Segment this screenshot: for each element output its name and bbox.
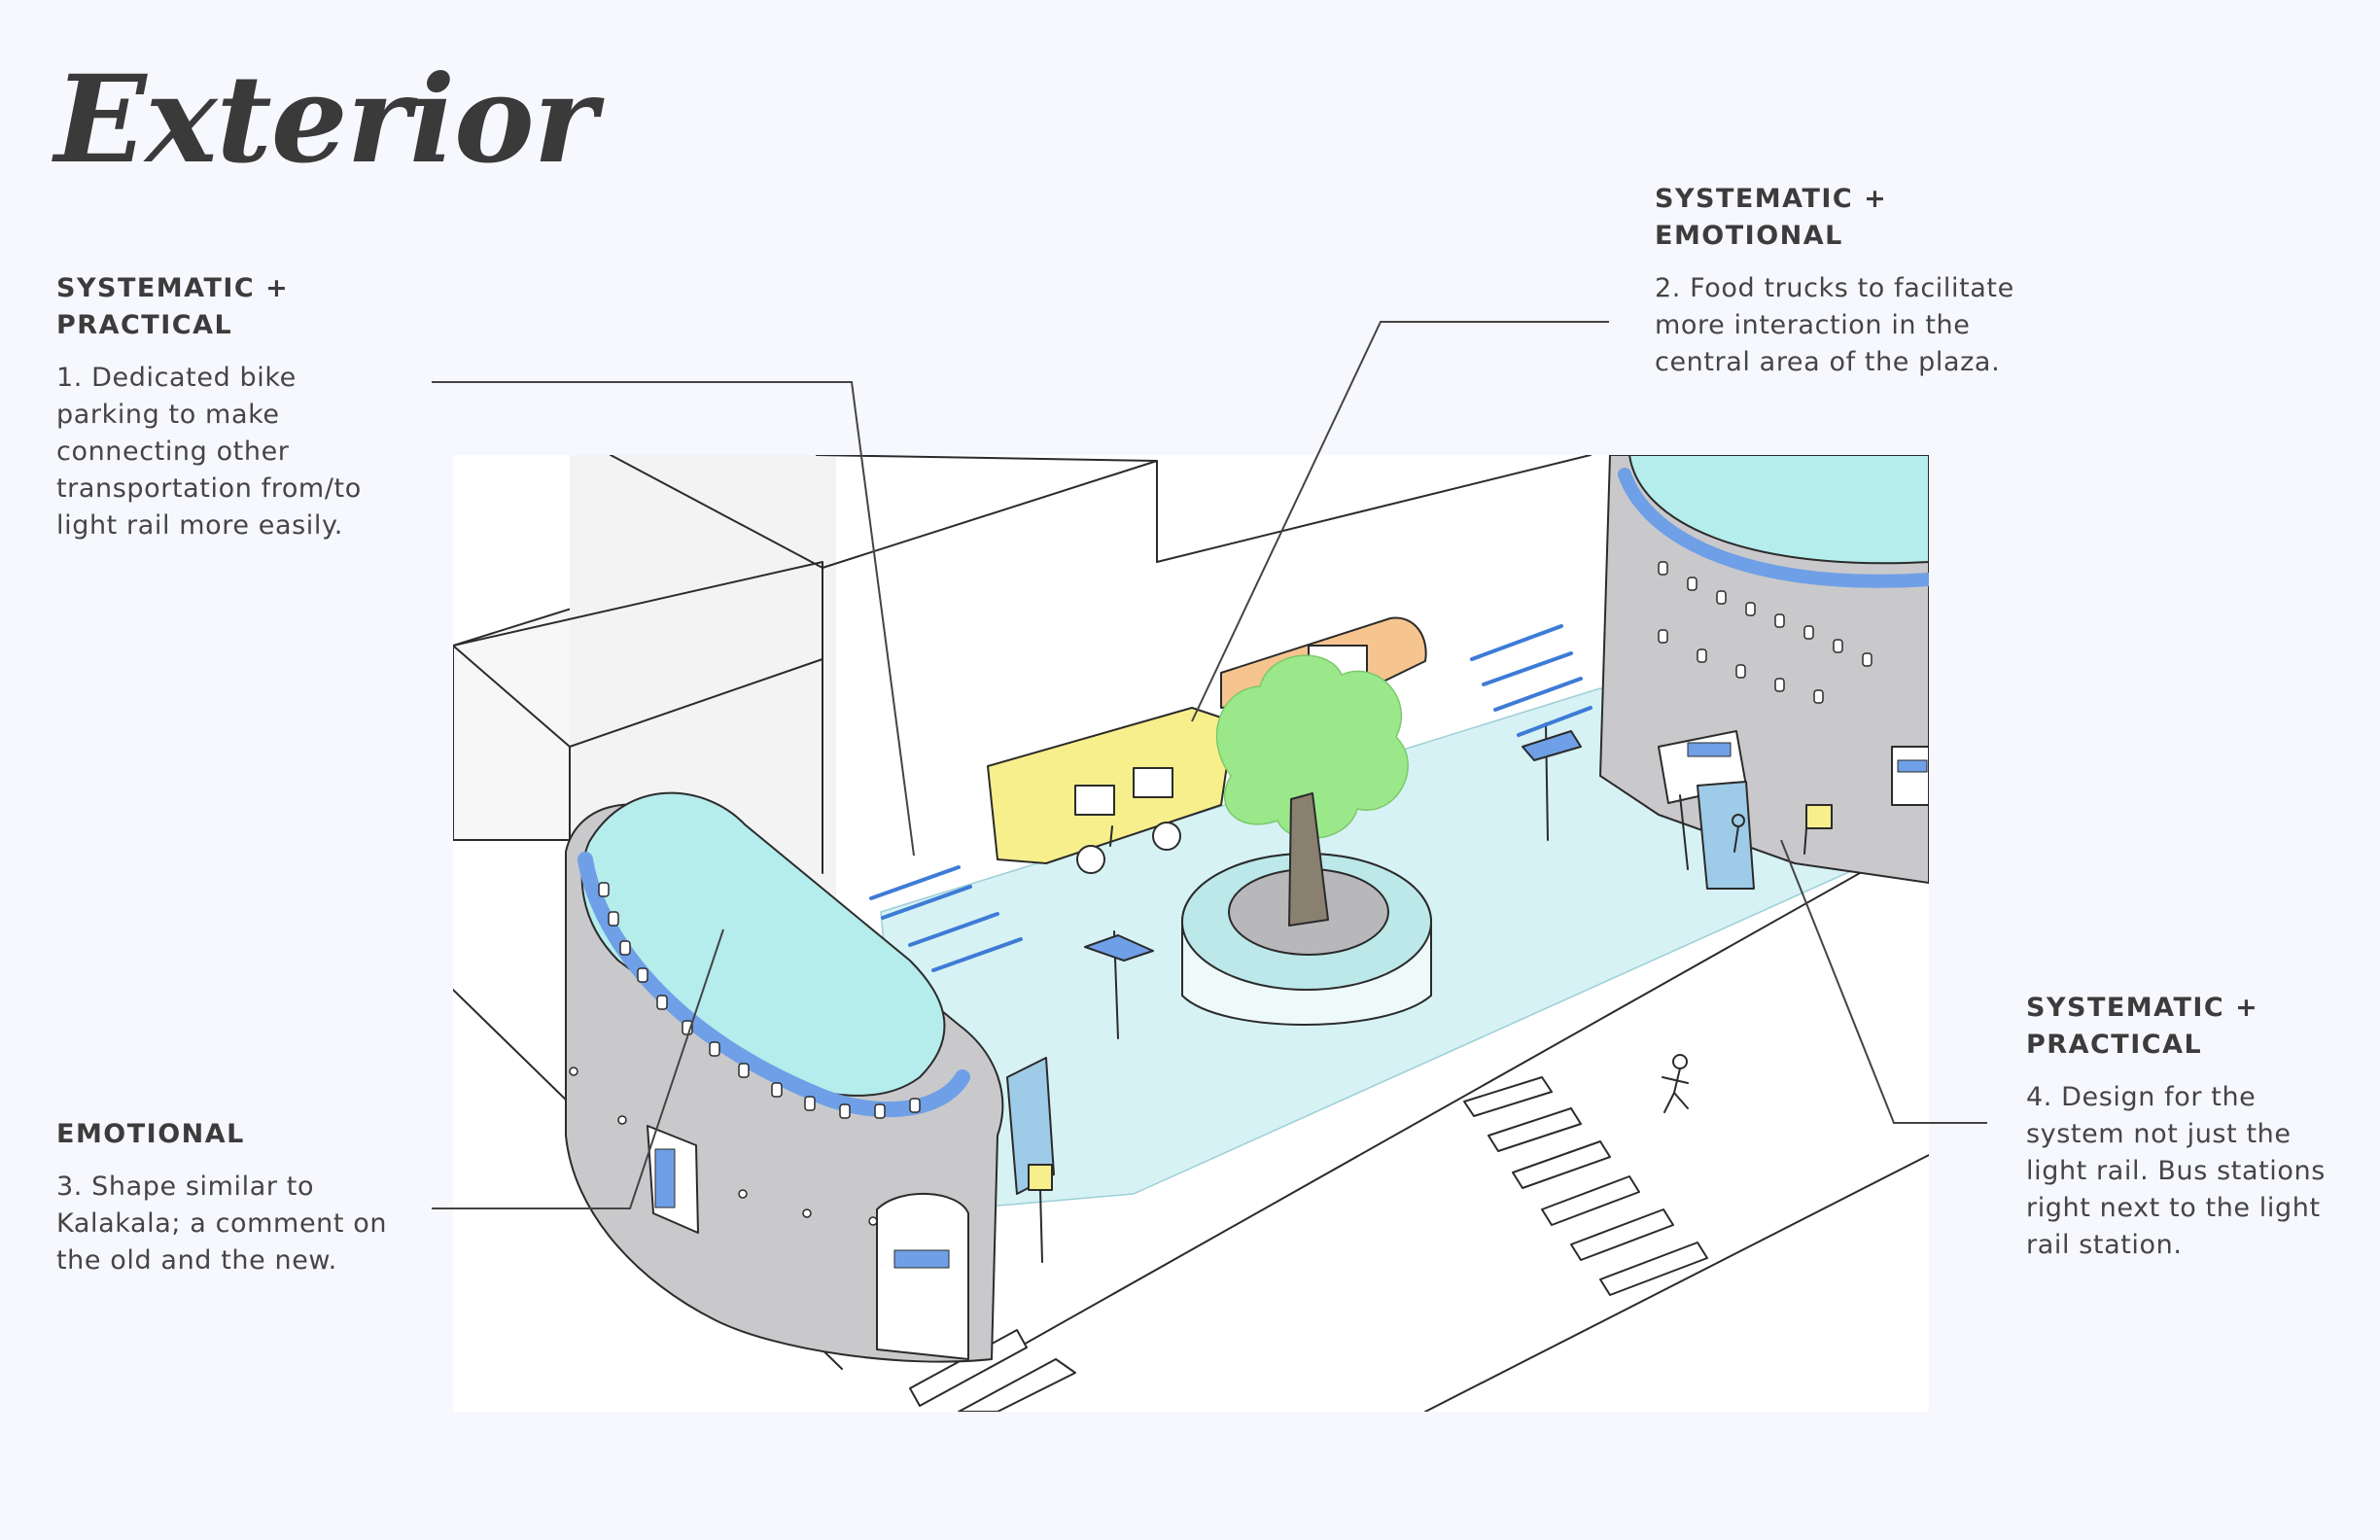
annotation-text: 1. Dedicated bike parking to make connec… bbox=[56, 363, 362, 541]
annotation-heading: SYSTEMATIC + EMOTIONAL bbox=[1655, 184, 1888, 251]
annotation-heading: SYSTEMATIC + PRACTICAL bbox=[2026, 993, 2259, 1060]
annotation-kalakala-shape: EMOTIONAL 3. Shape similar to Kalakala; … bbox=[56, 1116, 445, 1279]
wayfinding-sign bbox=[1522, 722, 1582, 841]
annotation-text: 3. Shape similar to Kalakala; a comment … bbox=[56, 1172, 388, 1276]
annotation-text: 2. Food trucks to facilitate more intera… bbox=[1655, 273, 2014, 377]
annotation-bus-stations: SYSTEMATIC + PRACTICAL 4. Design for the… bbox=[2026, 990, 2357, 1264]
pedestrian-figure bbox=[1662, 1054, 1689, 1113]
annotation-bike-parking: SYSTEMATIC + PRACTICAL 1. Dedicated bike… bbox=[56, 270, 426, 544]
annotation-text: 4. Design for the system not just the li… bbox=[2026, 1082, 2326, 1260]
right-station-building bbox=[1599, 455, 1929, 884]
bus-stop-shelter bbox=[1679, 781, 1833, 890]
bus-stop-shelter bbox=[1006, 1057, 1055, 1263]
food-truck-yellow bbox=[987, 707, 1232, 874]
annotation-food-trucks: SYSTEMATIC + EMOTIONAL 2. Food trucks to… bbox=[1655, 181, 2073, 381]
crosswalk bbox=[909, 1076, 1708, 1412]
annotation-heading: SYSTEMATIC + PRACTICAL bbox=[56, 273, 290, 340]
page-title: Exterior bbox=[54, 50, 597, 191]
plaza-sketch-illustration bbox=[453, 455, 1929, 1412]
wayfinding-sign bbox=[1084, 930, 1154, 1039]
annotation-heading: EMOTIONAL bbox=[56, 1119, 245, 1149]
